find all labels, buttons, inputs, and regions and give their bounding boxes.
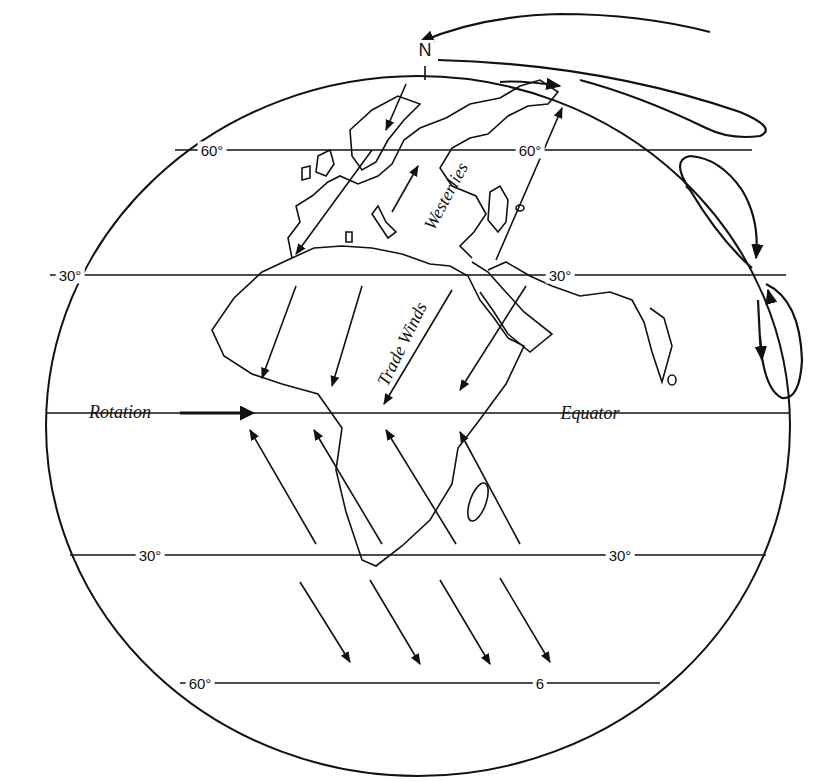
latitude-label: 60°	[198, 142, 227, 159]
latitude-label: 30°	[136, 547, 165, 564]
latitude-label: 30°	[606, 547, 635, 564]
pole-label: N	[416, 40, 435, 60]
latitude-label: 30°	[56, 267, 85, 284]
rotation-label: Rotation	[86, 402, 154, 422]
wind-label: Westerlies	[419, 156, 474, 235]
latitude-label: 60°	[186, 675, 215, 692]
latitude-label: 6	[533, 675, 547, 692]
latitude-label: 30°	[546, 267, 575, 284]
wind-label: Trade Winds	[372, 296, 432, 392]
latitude-label: 60°	[516, 142, 545, 159]
equator-label: Equator	[557, 403, 622, 423]
